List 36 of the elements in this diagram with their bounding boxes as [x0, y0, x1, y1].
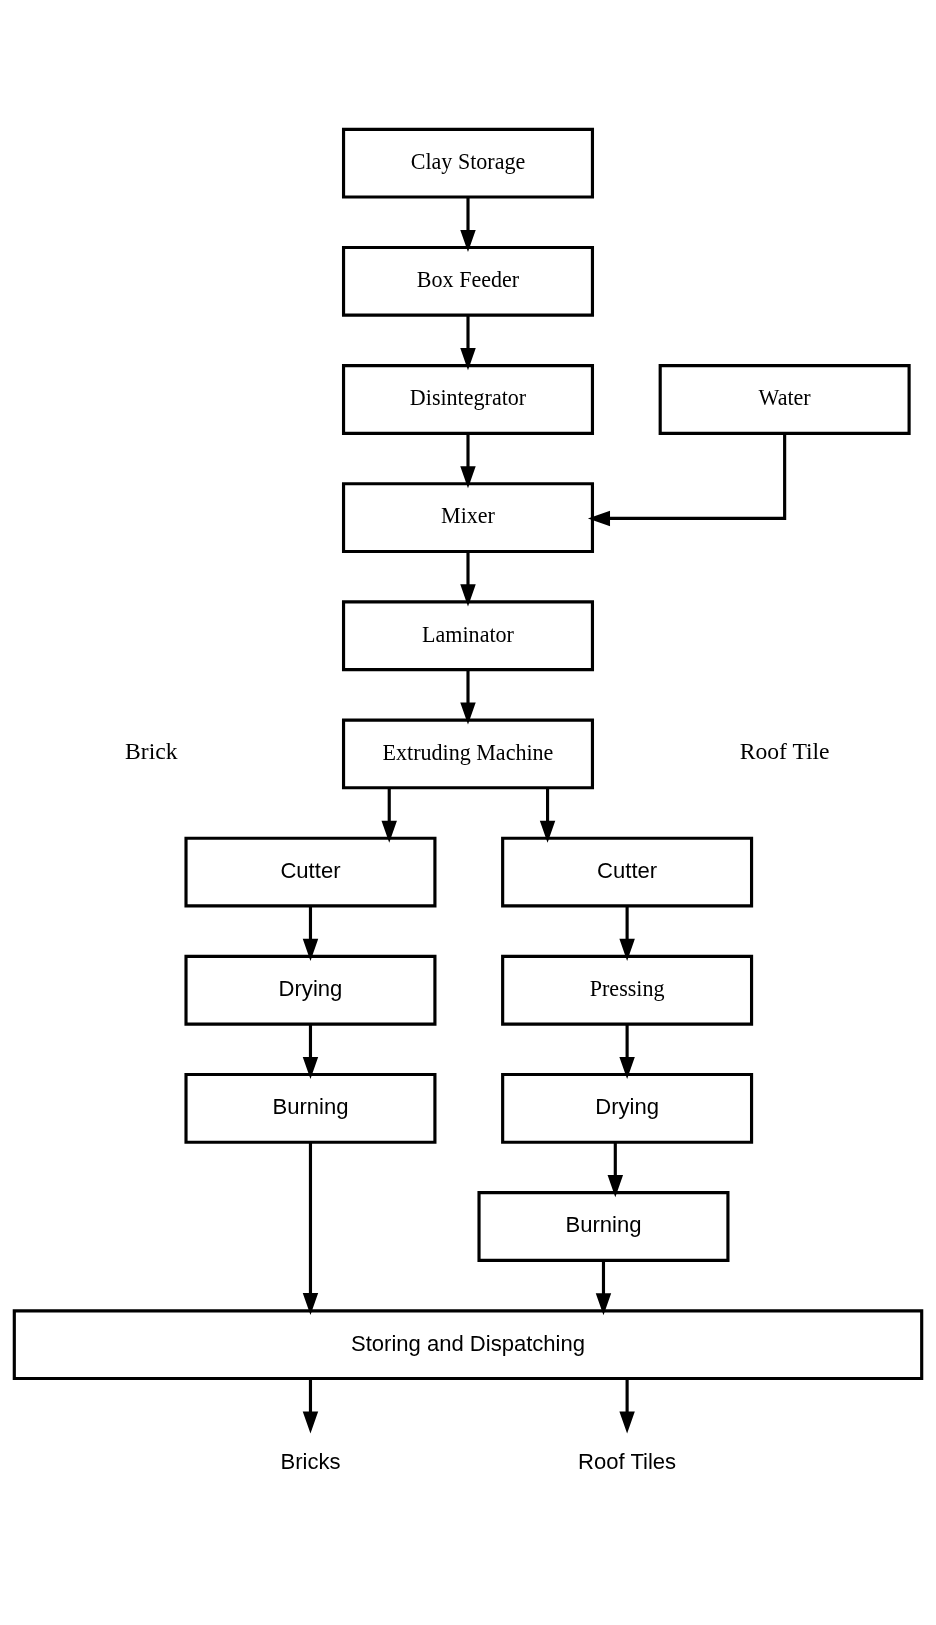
node-box: Burning [184, 1072, 437, 1144]
arrow [539, 787, 556, 843]
arrow [460, 551, 476, 606]
arrow [302, 1378, 319, 1433]
arrow [460, 669, 476, 725]
node-text: Roof Tiles [578, 1448, 677, 1474]
arrow [460, 196, 476, 252]
node-box: Drying [501, 1072, 754, 1144]
arrow [302, 905, 319, 961]
node-box: Cutter [501, 836, 754, 908]
node-box: Burning [477, 1190, 730, 1262]
node-box: Drying [184, 954, 437, 1026]
arrow [460, 433, 476, 488]
arrow [619, 905, 635, 961]
node-box: Box Feeder [341, 245, 595, 317]
node-box: Water [658, 363, 911, 435]
label: Brick [125, 737, 178, 764]
node-box: Storing and Dispatching [12, 1308, 924, 1380]
node-box: Clay Storage [341, 127, 595, 199]
node-box: Mixer [341, 481, 595, 553]
node-box: Extruding Machine [341, 717, 595, 789]
node-box: Cutter [184, 836, 437, 908]
node-box: Disintegrator [341, 363, 595, 435]
label: Roof Tile [739, 737, 830, 764]
arrow [302, 1142, 319, 1315]
arrow [595, 1260, 612, 1315]
arrow [381, 787, 397, 843]
node-box: Laminator [341, 599, 595, 671]
arrow [587, 433, 787, 526]
arrow [460, 315, 476, 370]
arrow [619, 1378, 635, 1433]
arrow [302, 1023, 319, 1079]
node-text: Bricks [280, 1448, 341, 1474]
arrow [619, 1023, 635, 1079]
node-box: Pressing [501, 954, 754, 1026]
arrow [607, 1142, 624, 1197]
